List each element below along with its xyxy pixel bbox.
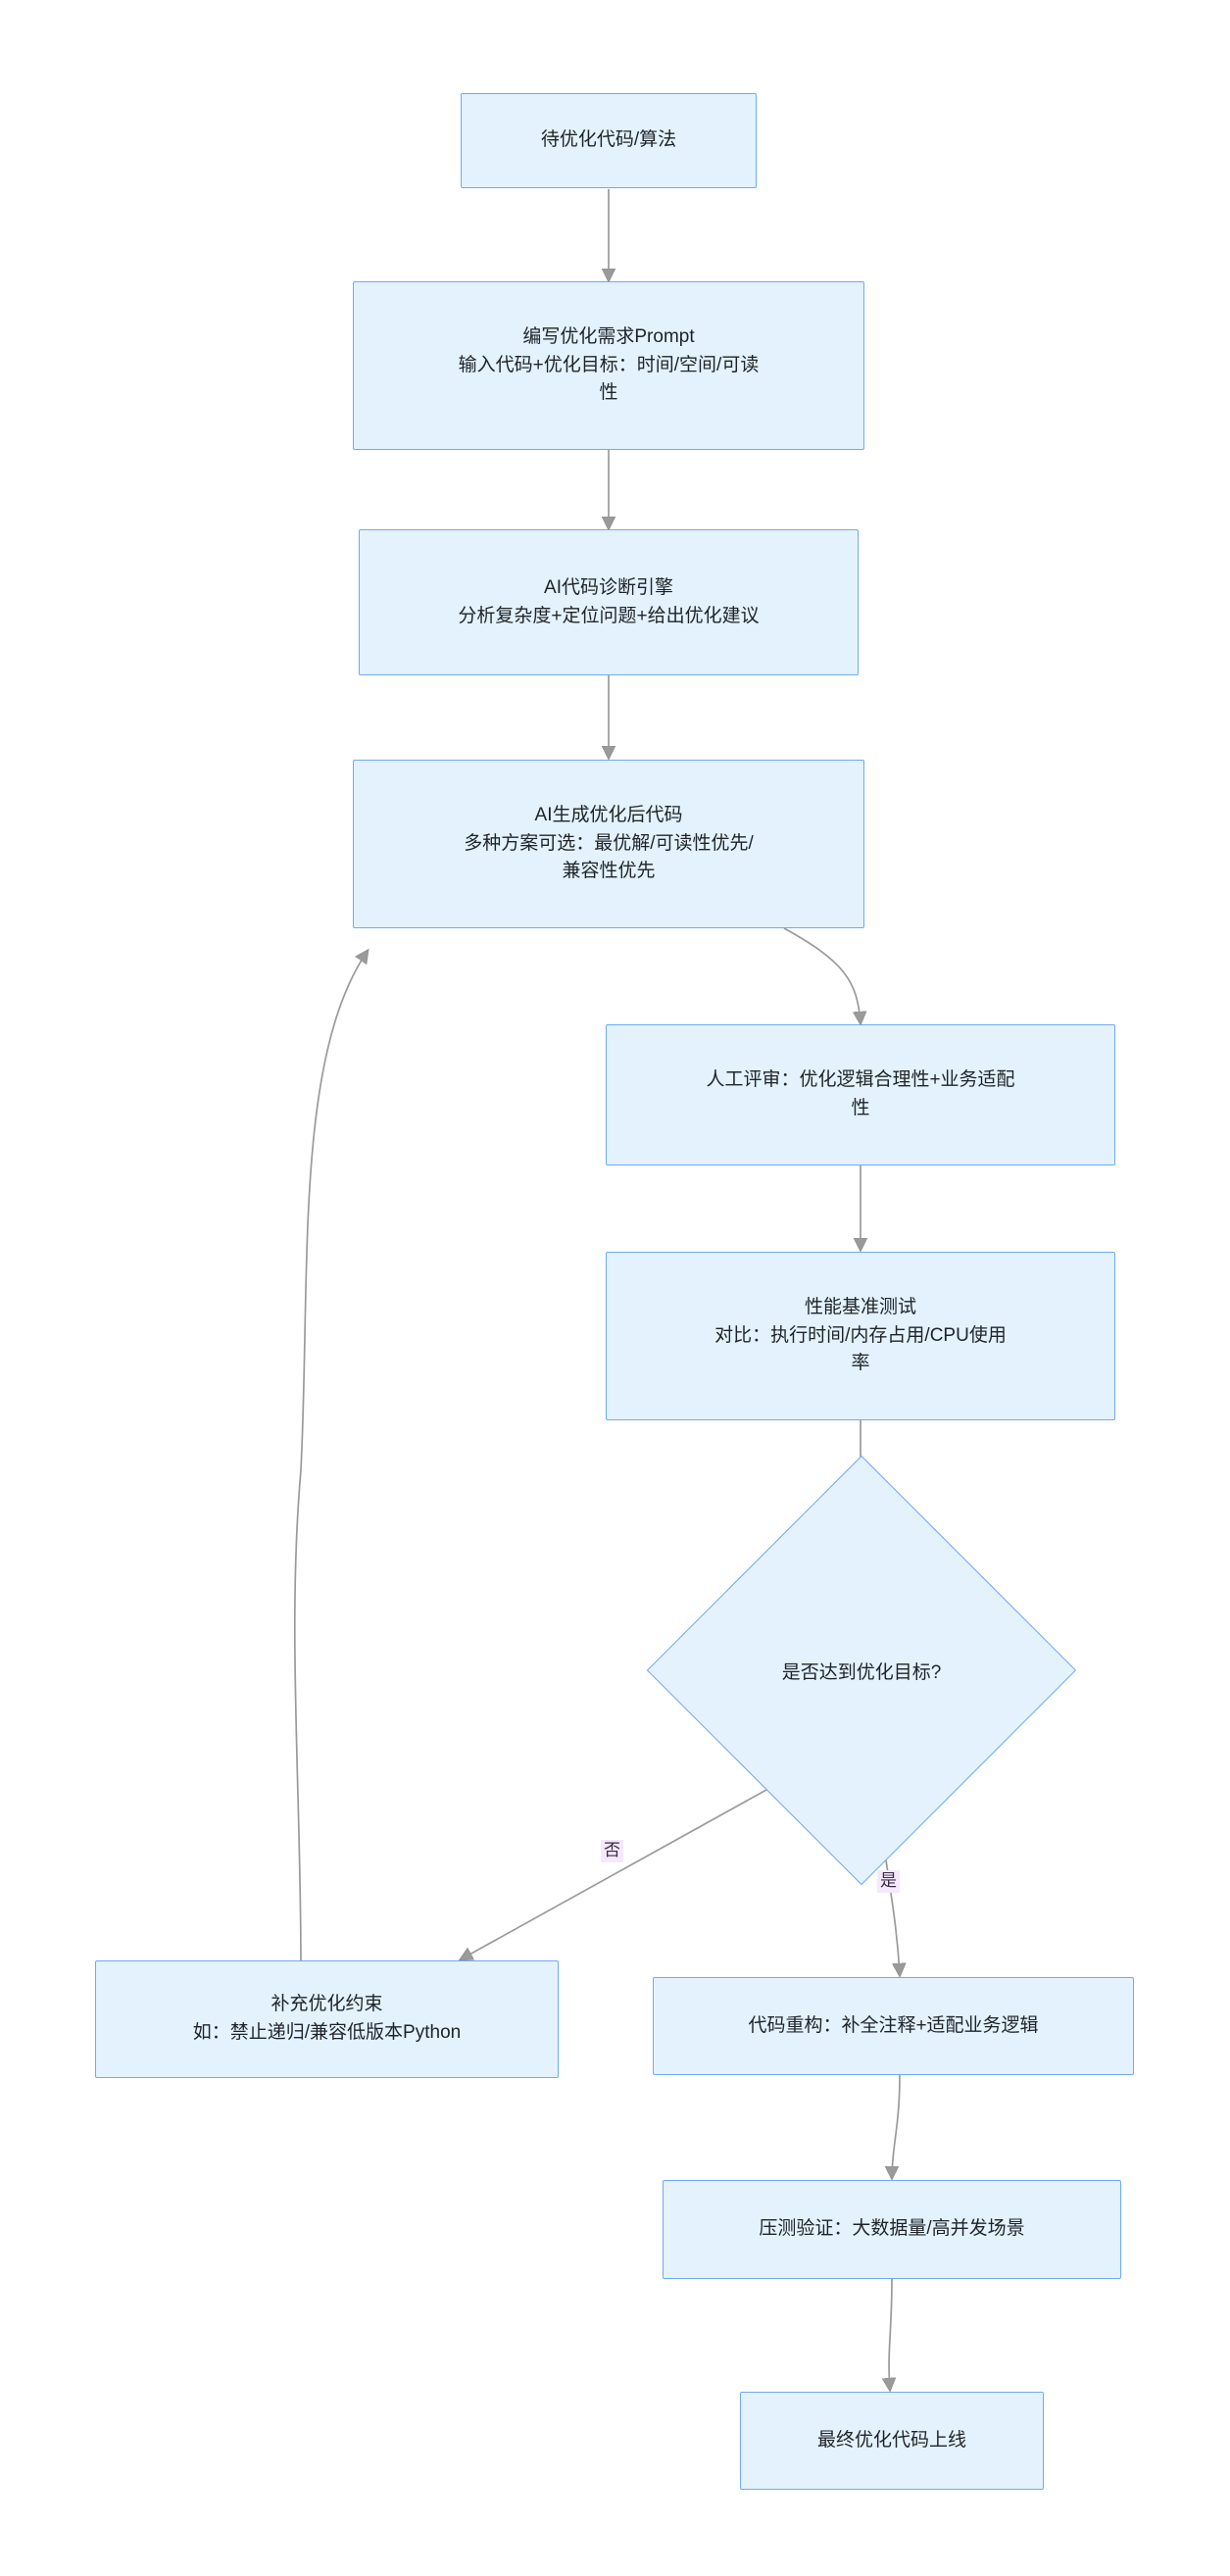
- node-source-code[interactable]: 待优化代码/算法: [461, 93, 757, 188]
- node-deploy-label: 最终优化代码上线: [816, 2429, 966, 2451]
- node-source-code-label: 待优化代码/算法: [540, 129, 677, 151]
- edge-label-yes: 是: [877, 1870, 900, 1893]
- node-human-review-label: 人工评审：优化逻辑合理性+业务适配 性: [706, 1069, 1015, 1118]
- edge-constraints-to-generate: [293, 951, 368, 1967]
- node-refactor[interactable]: 代码重构：补全注释+适配业务逻辑: [653, 1977, 1134, 2075]
- edge-label-no: 否: [601, 1840, 623, 1862]
- node-deploy[interactable]: 最终优化代码上线: [740, 2392, 1044, 2490]
- node-diagnose-engine-label: AI代码诊断引擎 分析复杂度+定位问题+给出优化建议: [458, 576, 760, 626]
- node-write-prompt[interactable]: 编写优化需求Prompt 输入代码+优化目标：时间/空间/可读 性: [353, 281, 864, 450]
- node-diagnose-engine[interactable]: AI代码诊断引擎 分析复杂度+定位问题+给出优化建议: [359, 529, 859, 675]
- node-add-constraints[interactable]: 补充优化约束 如：禁止递归/兼容低版本Python: [95, 1960, 559, 2078]
- node-stress-test[interactable]: 压测验证：大数据量/高并发场景: [663, 2180, 1121, 2279]
- node-benchmark[interactable]: 性能基准测试 对比：执行时间/内存占用/CPU使用 率: [606, 1252, 1115, 1420]
- node-generate-code-label: AI生成优化后代码 多种方案可选：最优解/可读性优先/ 兼容性优先: [464, 804, 754, 882]
- node-add-constraints-label: 补充优化约束 如：禁止递归/兼容低版本Python: [192, 1994, 462, 2043]
- edge-refactor-to-stresstest: [892, 2074, 901, 2178]
- node-write-prompt-label: 编写优化需求Prompt 输入代码+优化目标：时间/空间/可读 性: [458, 325, 760, 404]
- edge-stresstest-to-deploy: [889, 2278, 892, 2390]
- node-human-review[interactable]: 人工评审：优化逻辑合理性+业务适配 性: [606, 1024, 1115, 1165]
- node-decision-goal-met-label: 是否达到优化目标?: [781, 1661, 942, 1683]
- node-generate-code[interactable]: AI生成优化后代码 多种方案可选：最优解/可读性优先/ 兼容性优先: [353, 760, 864, 928]
- node-stress-test-label: 压测验证：大数据量/高并发场景: [759, 2218, 1025, 2240]
- node-benchmark-label: 性能基准测试 对比：执行时间/内存占用/CPU使用 率: [714, 1296, 1007, 1374]
- edge-decision-no-to-constraints: [461, 1784, 776, 1959]
- node-refactor-label: 代码重构：补全注释+适配业务逻辑: [748, 2014, 1039, 2036]
- edge-generate-to-review: [783, 927, 861, 1023]
